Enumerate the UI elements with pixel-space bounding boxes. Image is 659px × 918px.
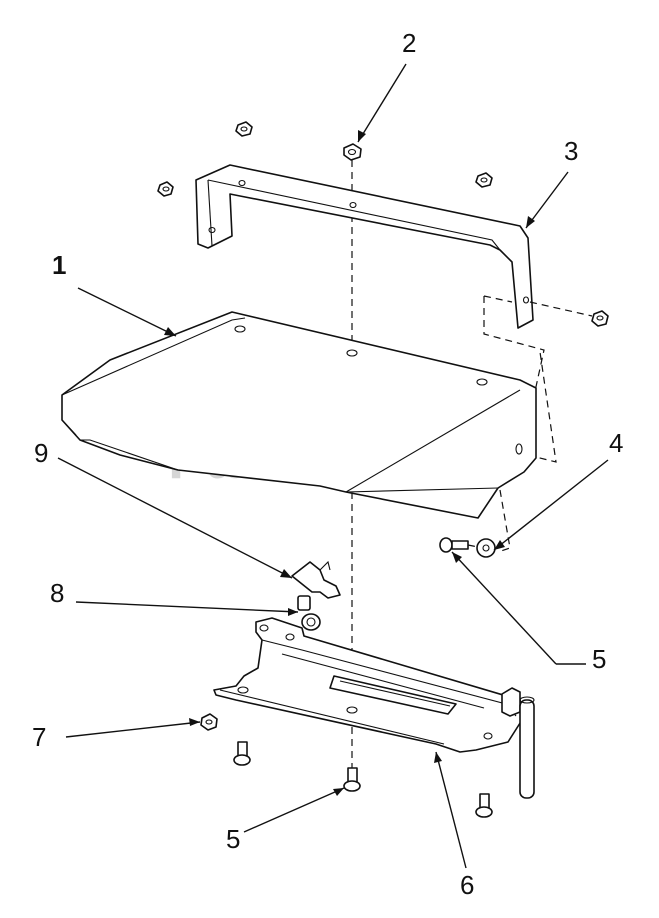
carriage-bolt-item-5 xyxy=(343,767,361,792)
carriage-bolt xyxy=(475,793,493,818)
hex-nut xyxy=(235,121,253,137)
callout-9: 9 xyxy=(34,438,48,468)
hex-nut xyxy=(475,172,493,188)
cover-plate xyxy=(61,311,537,519)
callout-5-right: 5 xyxy=(592,644,606,674)
callout-5-bottom: 5 xyxy=(226,824,240,854)
callout-7: 7 xyxy=(32,722,46,752)
washer-dashed-line xyxy=(467,544,479,548)
hex-nut xyxy=(157,181,174,197)
carriage-bolt xyxy=(233,741,251,766)
hex-nut-item-7 xyxy=(200,713,218,731)
hex-nut-item-2 xyxy=(343,143,362,161)
side-hidden-lines xyxy=(497,351,557,553)
leader-lines xyxy=(57,63,609,869)
callout-1: 1 xyxy=(52,250,66,280)
callout-6: 6 xyxy=(460,870,474,900)
callout-4: 4 xyxy=(609,428,623,458)
pivot-bolt xyxy=(297,595,321,631)
flat-washer-item-4 xyxy=(476,538,496,558)
adjustment-knob xyxy=(291,560,341,599)
right-nut-dashed-line xyxy=(529,301,593,317)
mounting-bracket xyxy=(195,164,534,329)
base-plate xyxy=(213,617,535,799)
shoulder-bolt-item-5 xyxy=(439,537,469,553)
hex-nut xyxy=(591,310,609,327)
callout-2: 2 xyxy=(402,28,416,58)
callout-3: 3 xyxy=(564,136,578,166)
bracket-hidden-lines xyxy=(483,295,545,397)
callout-8: 8 xyxy=(50,578,64,608)
